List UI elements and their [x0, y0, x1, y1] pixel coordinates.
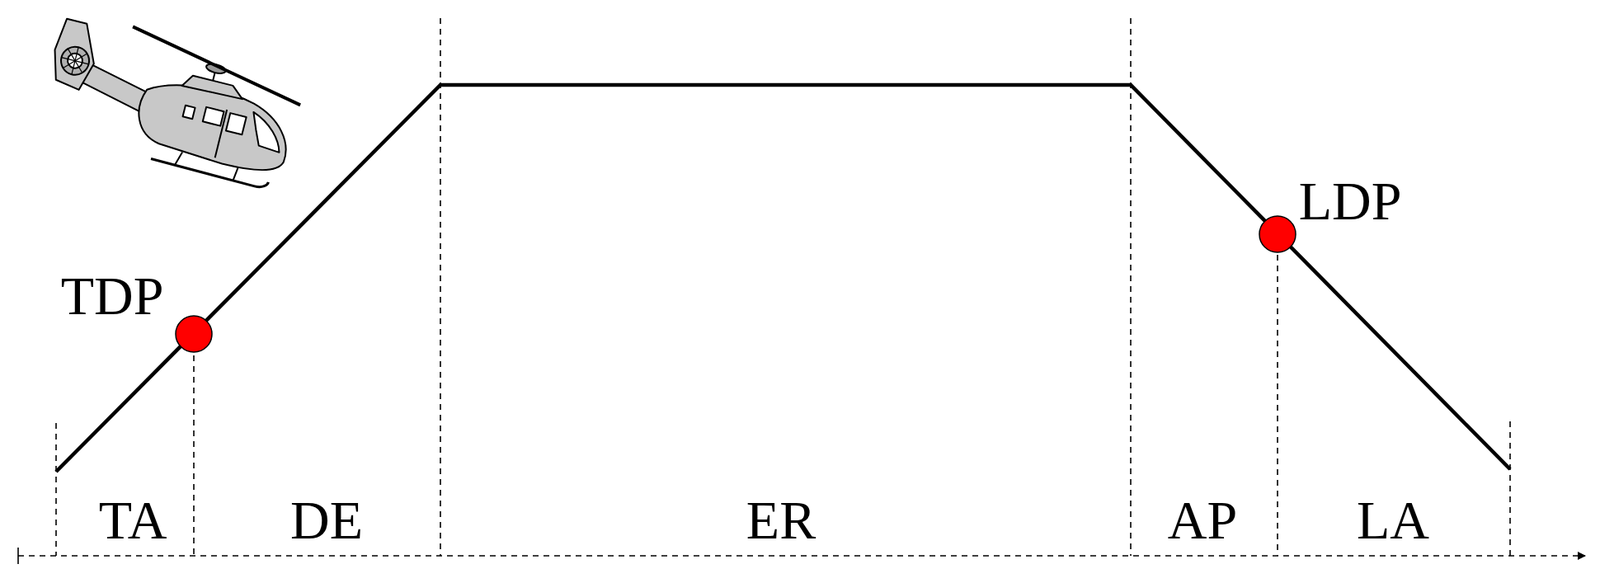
phase-label: DE	[290, 493, 363, 548]
decision-point-label: LDP	[1298, 174, 1403, 229]
phase-label: LA	[1356, 493, 1430, 548]
decision-point-label: TDP	[61, 268, 165, 324]
phase-label: TA	[98, 493, 168, 548]
phase-label: ER	[746, 493, 816, 548]
decision-point	[175, 315, 212, 353]
decision-point	[1259, 216, 1296, 253]
phase-label: AP	[1167, 493, 1238, 548]
helicopter-icon	[34, 9, 310, 193]
flight-path	[56, 84, 1511, 472]
phase-divider	[56, 18, 1511, 556]
time-axis	[18, 547, 1586, 565]
